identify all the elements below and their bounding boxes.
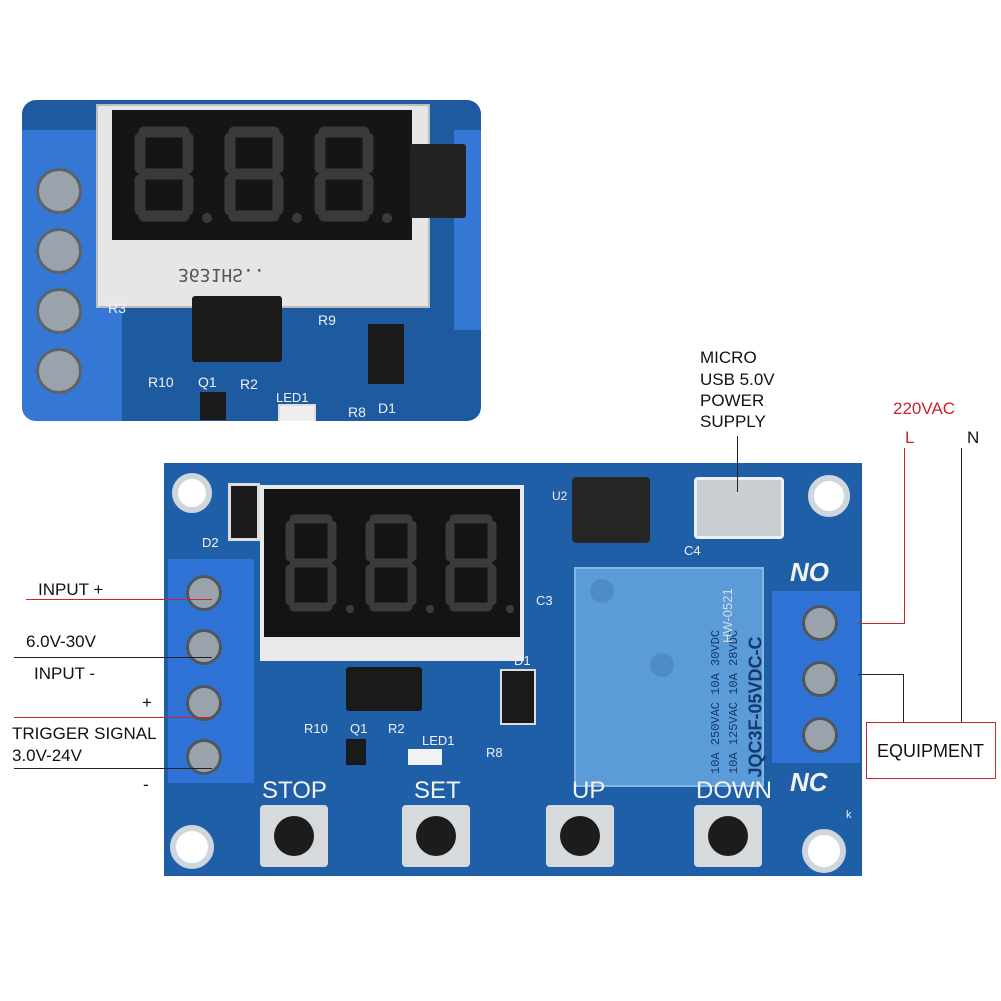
screw-icon <box>802 661 838 697</box>
screw-icon <box>802 717 838 753</box>
minus-label: - <box>143 775 149 794</box>
screw-icon <box>802 605 838 641</box>
down-button[interactable] <box>694 805 762 867</box>
inset-silk-r9: R9 <box>318 312 336 328</box>
silk-r2: R2 <box>388 721 405 736</box>
silk-d2: D2 <box>202 535 219 550</box>
silk-q1: Q1 <box>350 721 368 736</box>
trigger-range-label: 3.0V-24V <box>12 746 82 765</box>
screw-icon <box>36 168 82 214</box>
inset-silk-led1: LED1 <box>276 390 309 405</box>
n-wire <box>961 448 962 722</box>
equipment-label: EQUIPMENT <box>877 741 985 761</box>
usb-label-2: USB 5.0V <box>700 370 775 389</box>
voltage-range-label: 6.0V-30V <box>26 632 96 651</box>
screw-icon <box>36 288 82 334</box>
silk-r10: R10 <box>304 721 328 736</box>
screw-icon <box>186 685 222 721</box>
down-label: DOWN <box>696 777 772 804</box>
diode-d1 <box>500 669 536 725</box>
led-display <box>260 485 524 661</box>
regulator-u2 <box>572 477 650 543</box>
usb-label-1: MICRO <box>700 348 757 367</box>
display-digits <box>285 514 514 613</box>
set-label: SET <box>414 777 461 804</box>
mount-hole-icon <box>802 829 846 873</box>
transistor-q1 <box>346 739 366 765</box>
usb-pointer <box>737 436 738 492</box>
silk-k: k <box>846 809 852 821</box>
usb-label-3: POWER <box>700 391 765 410</box>
screw-icon <box>36 228 82 274</box>
com-wire-h <box>858 674 904 675</box>
silk-led1: LED1 <box>422 733 455 748</box>
inset-transistor <box>200 392 226 420</box>
trigger-label: TRIGGER SIGNAL <box>12 724 157 743</box>
stop-button[interactable] <box>260 805 328 867</box>
pcb-board: D2 U2 C4 C3 10A 250VAC 10A 30VDC 10A 125… <box>164 463 862 876</box>
output-terminal-block <box>772 591 860 763</box>
inset-silk-r3: R3 <box>108 300 126 316</box>
inset-silk-r10: R10 <box>148 374 174 390</box>
relay-dot <box>590 579 614 603</box>
up-label: UP <box>572 777 606 804</box>
mount-hole-icon <box>808 475 850 517</box>
inset-display-print: 3631HS.. <box>178 264 265 285</box>
screw-icon <box>186 575 222 611</box>
inset-ic <box>192 296 282 362</box>
usb-label-4: SUPPLY <box>700 412 766 431</box>
l-label: L <box>905 428 915 447</box>
silk-c4: C4 <box>684 543 701 558</box>
input-minus-wire <box>14 657 212 658</box>
trigger-plus-wire <box>14 717 212 718</box>
screw-icon <box>36 348 82 394</box>
input-plus-wire <box>26 599 212 600</box>
relay: 10A 250VAC 10A 30VDC 10A 125VAC 10A 28VD… <box>574 567 766 787</box>
relay-model: JQC3F-05VDC-C <box>745 636 766 778</box>
silk-c3: C3 <box>536 593 553 608</box>
com-wire-v <box>903 674 904 722</box>
silk-u2: U2 <box>552 489 568 503</box>
inset-digits <box>134 126 392 223</box>
inset-photo: 3631HS.. R3 R9 R10 Q1 R2 LED1 R8 D1 <box>22 100 481 421</box>
screw-icon <box>186 739 222 775</box>
input-terminal-block <box>168 559 254 783</box>
inset-regulator <box>410 144 466 218</box>
trigger-minus-wire <box>14 768 212 769</box>
inset-silk-r2: R2 <box>240 376 258 392</box>
relay-dot <box>650 653 674 677</box>
ic-chip <box>346 667 422 711</box>
l-wire-h <box>858 623 905 624</box>
micro-usb-port[interactable] <box>694 477 784 539</box>
stop-label: STOP <box>262 777 327 804</box>
input-minus-label: INPUT - <box>34 664 96 683</box>
nc-label: NC <box>790 767 828 797</box>
inset-led <box>278 404 316 421</box>
relay-print: 10A 250VAC 10A 30VDC 10A 125VAC 10A 28VD… <box>676 577 766 778</box>
mount-hole-icon <box>170 825 214 869</box>
inset-silk-d1: D1 <box>378 400 396 416</box>
mount-hole-icon <box>172 473 212 513</box>
set-button[interactable] <box>402 805 470 867</box>
l-wire-v <box>904 448 905 624</box>
inset-diode <box>368 324 404 384</box>
input-plus-label: INPUT + <box>38 580 104 599</box>
screw-icon <box>186 629 222 665</box>
equipment-box: EQUIPMENT <box>866 722 996 779</box>
up-button[interactable] <box>546 805 614 867</box>
led1 <box>408 749 442 765</box>
inset-silk-r8: R8 <box>348 404 366 420</box>
silk-d1: D1 <box>514 653 531 668</box>
inset-silk-q1: Q1 <box>198 374 217 390</box>
plus-label: + <box>142 693 152 712</box>
no-label: NO <box>790 557 829 587</box>
vac-label: 220VAC <box>893 399 956 418</box>
silk-r8: R8 <box>486 745 503 760</box>
n-label: N <box>967 428 980 447</box>
inset-display: 3631HS.. <box>96 104 430 308</box>
diode-d2 <box>228 483 260 541</box>
side-print: HW-0521 <box>720 588 735 643</box>
